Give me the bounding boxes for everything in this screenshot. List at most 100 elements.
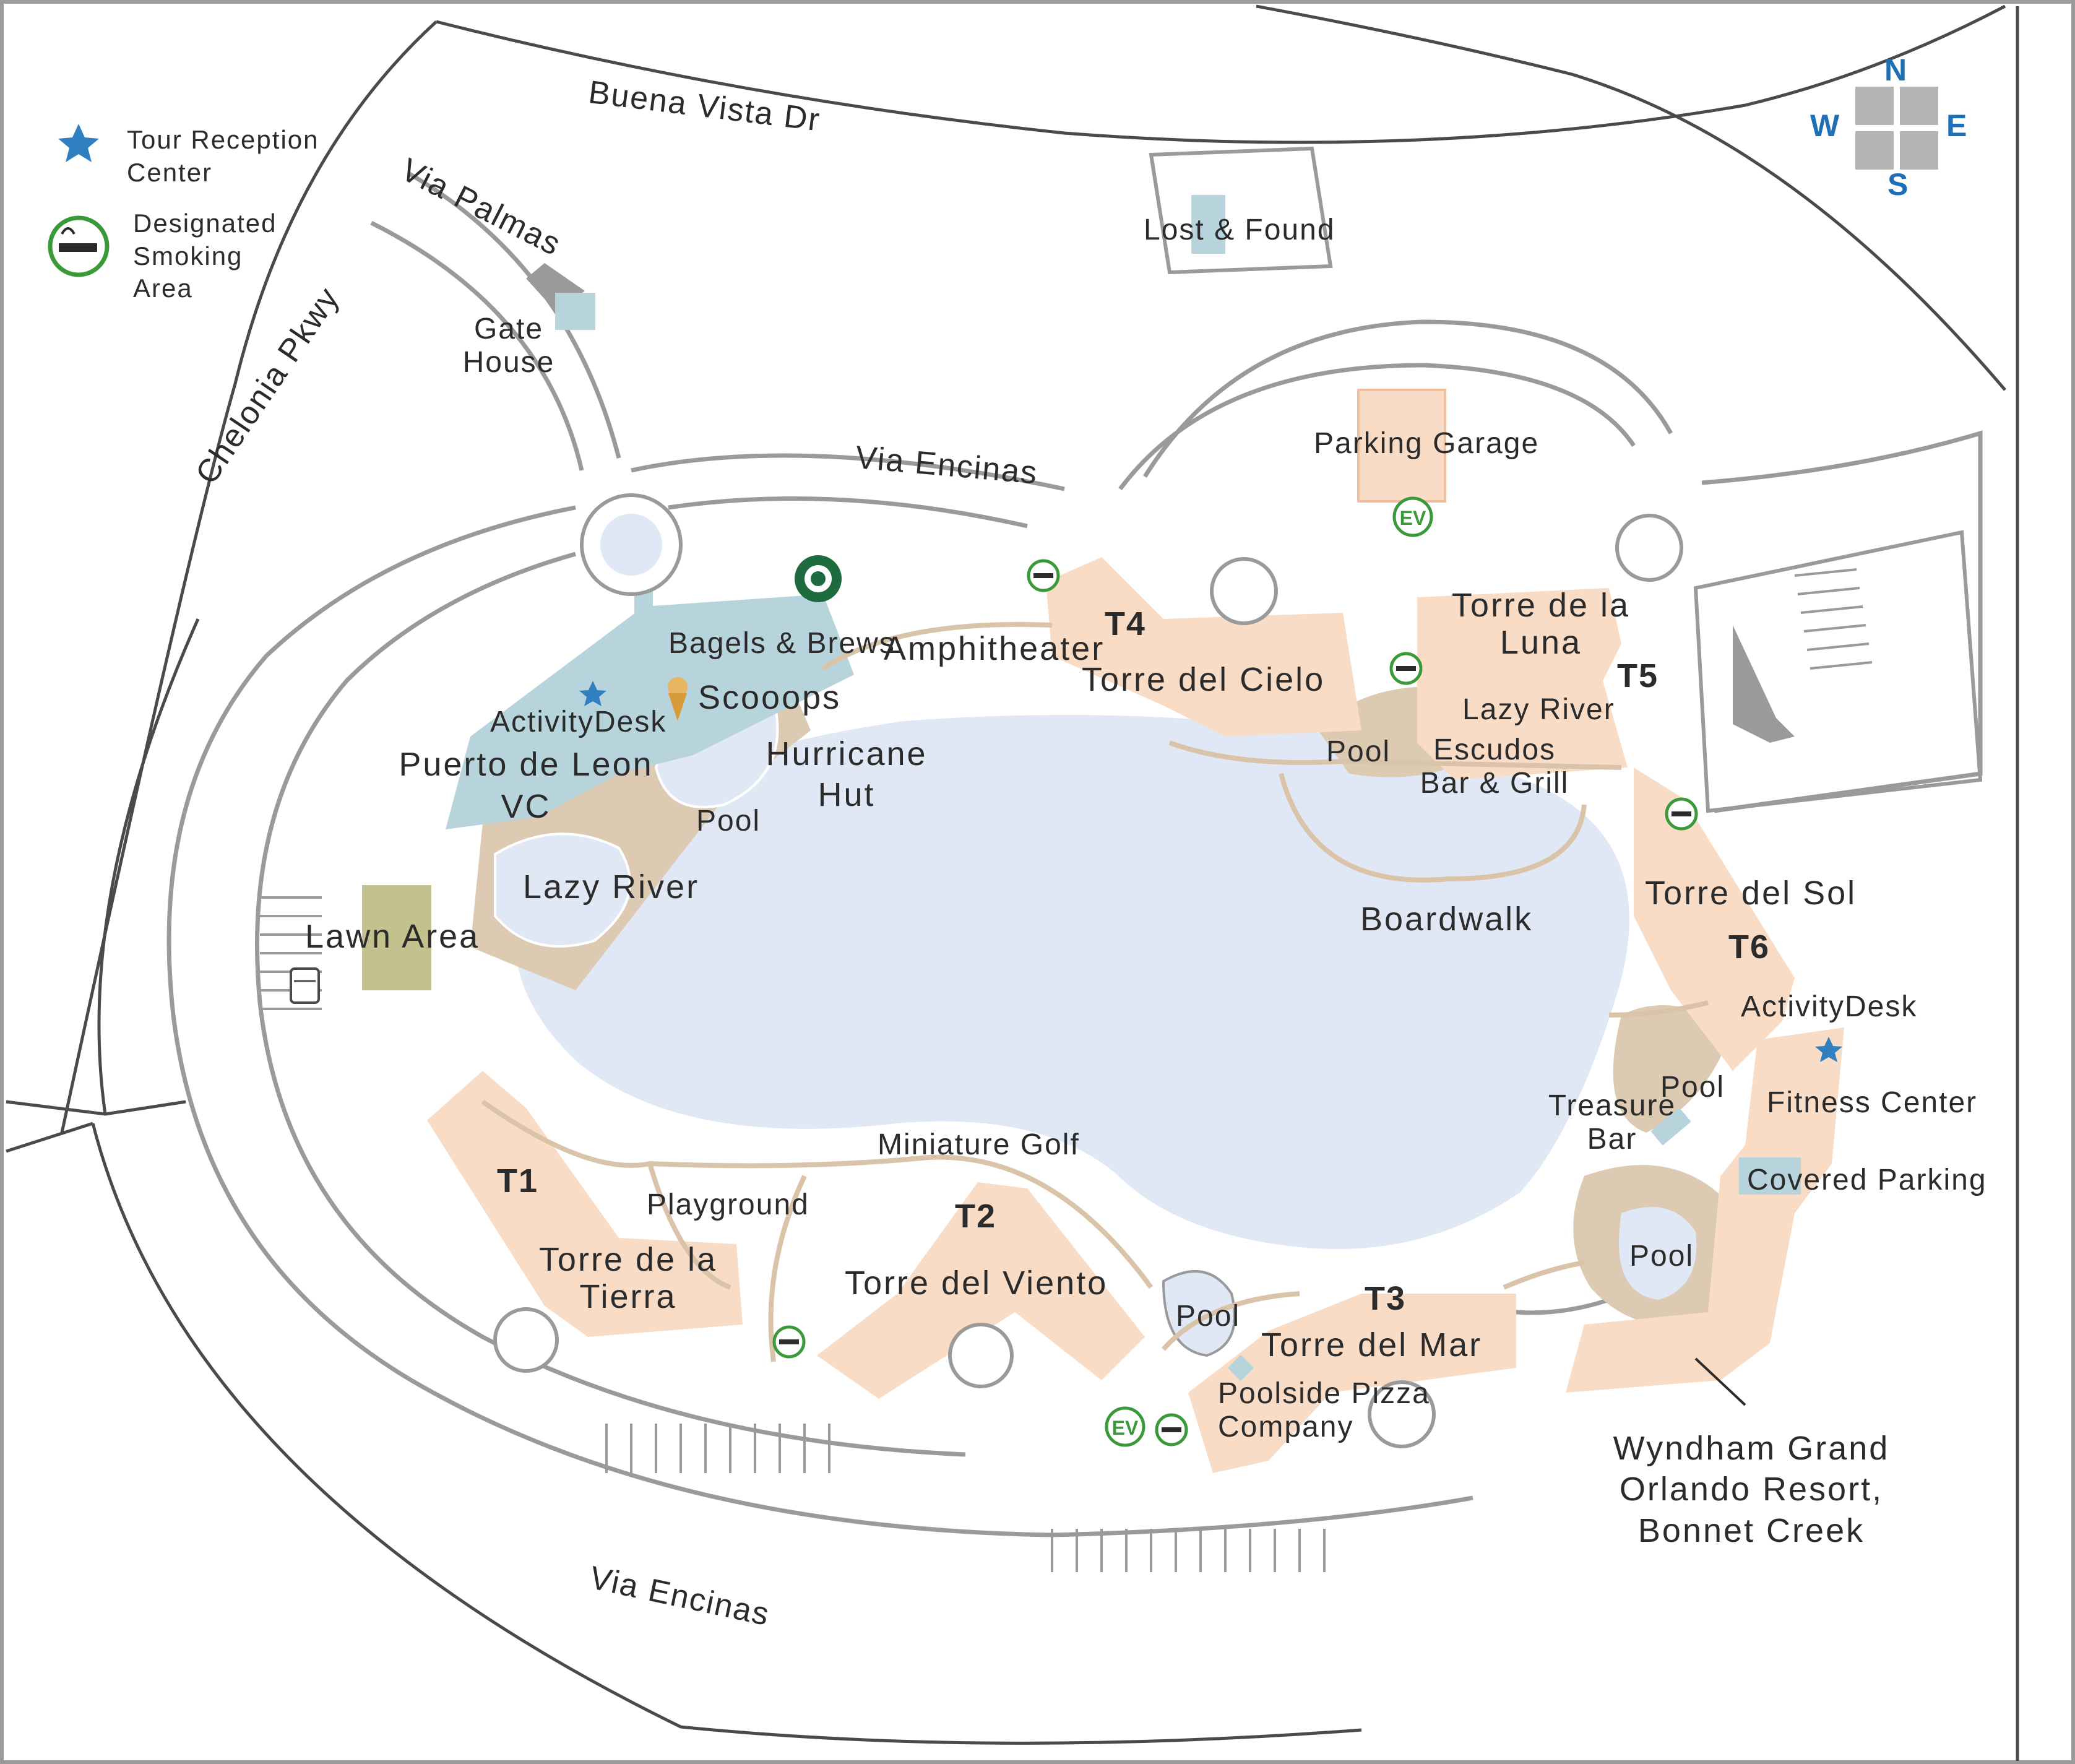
t1-code: T1 bbox=[497, 1162, 539, 1200]
ice-cream-icon bbox=[662, 672, 693, 726]
wyndham-leader bbox=[1694, 1357, 1746, 1406]
roundabouts bbox=[493, 493, 1683, 1448]
activity-desk-2-label: ActivityDesk bbox=[1741, 990, 1918, 1023]
legend-tour-reception: Tour Reception Center bbox=[127, 124, 319, 189]
tower-t5-shape bbox=[1417, 588, 1628, 780]
tower-t6-south-wing bbox=[1566, 1027, 1844, 1393]
legend-smoking-area: Designated Smoking Area bbox=[133, 207, 277, 305]
pizza-kiosk bbox=[1227, 1354, 1254, 1381]
wyndham-line1: Wyndham Grand bbox=[1613, 1430, 1890, 1467]
lawn-area-shape bbox=[362, 885, 431, 990]
star-icon-activity-desk-2 bbox=[1815, 1037, 1842, 1062]
legend-smoking-line1: Designated bbox=[133, 209, 277, 238]
parking-garage-building bbox=[1357, 389, 1446, 503]
lost-found-building bbox=[1191, 195, 1225, 254]
gate-house-line1: Gate bbox=[473, 313, 544, 345]
tower-t1-shape bbox=[427, 1071, 743, 1337]
lost-found-label: Lost & Found bbox=[1144, 214, 1335, 246]
pool-1-label: Pool bbox=[696, 805, 761, 837]
wyndham-line2: Orlando Resort, bbox=[1619, 1471, 1884, 1508]
lazy-river-1-water bbox=[494, 832, 631, 948]
t5-name-line1: Torre de la bbox=[1451, 587, 1631, 624]
t5-name: Torre de la Luna bbox=[1452, 587, 1630, 662]
compass-n: N bbox=[1884, 53, 1907, 87]
starbucks-logo-icon bbox=[795, 555, 842, 602]
playground-label: Playground bbox=[647, 1188, 809, 1221]
parking-garage-label: Parking Garage bbox=[1314, 427, 1540, 460]
east-parking-shade bbox=[1733, 625, 1795, 743]
pizza-line1: Poolside Pizza bbox=[1218, 1377, 1430, 1410]
pool-4-water bbox=[1619, 1207, 1697, 1300]
vc-wing bbox=[634, 588, 653, 638]
no-smoking-icon-legend bbox=[48, 215, 110, 277]
treasure-bar-kiosk bbox=[1650, 1107, 1691, 1146]
hurricane-hut-line2: Hut bbox=[817, 776, 876, 814]
t6-name: Torre del Sol bbox=[1645, 875, 1857, 912]
no-smoking-icon-t4 bbox=[1027, 559, 1060, 592]
legend-tour-reception-line1: Tour Reception bbox=[127, 125, 319, 154]
compass-s: S bbox=[1887, 167, 1909, 202]
pool-2-label: Pool bbox=[1326, 735, 1391, 768]
parking-stalls bbox=[260, 568, 1873, 1572]
puerto-de-leon-line1: Puerto de Leon bbox=[399, 746, 654, 783]
escudos-label: Escudos Bar & Grill bbox=[1420, 733, 1569, 800]
fountain bbox=[600, 514, 662, 576]
east-parking-lot bbox=[1693, 530, 1983, 813]
t1-name: Torre de la Tierra bbox=[539, 1241, 717, 1316]
tower-t3-shape bbox=[1188, 1294, 1516, 1473]
treasure-bar-label: Treasure Bar bbox=[1548, 1089, 1676, 1156]
t2-name: Torre del Viento bbox=[845, 1265, 1108, 1302]
puerto-de-leon-line2: VC bbox=[501, 788, 551, 826]
wyndham-label: Wyndham Grand Orlando Resort, Bonnet Cre… bbox=[1613, 1430, 1890, 1549]
lawn-area-label: Lawn Area bbox=[305, 918, 480, 955]
escudos-line2: Bar & Grill bbox=[1420, 766, 1569, 800]
treasure-bar-line2: Bar bbox=[1587, 1122, 1637, 1156]
no-smoking-icon-t6 bbox=[1665, 797, 1698, 831]
activity-desk-1-label: ActivityDesk bbox=[490, 706, 667, 738]
t6-code: T6 bbox=[1728, 928, 1771, 966]
gate-house-label: Gate House bbox=[463, 313, 555, 379]
outer-roads bbox=[6, 4, 2019, 1761]
star-icon-legend bbox=[58, 124, 99, 162]
legend-smoking-line2: Smoking bbox=[133, 241, 243, 270]
wyndham-line3: Bonnet Creek bbox=[1637, 1511, 1865, 1549]
boardwalk-label: Boardwalk bbox=[1360, 901, 1534, 938]
puerto-de-leon-vc bbox=[446, 594, 854, 829]
lake bbox=[508, 709, 1636, 1256]
gate-house-building bbox=[555, 293, 595, 330]
scooops-label: Scooops bbox=[698, 679, 842, 716]
t5-name-line2: Luna bbox=[1499, 624, 1582, 662]
legend-tour-reception-line2: Center bbox=[127, 157, 213, 187]
bagels-brews-label: Bagels & Brews bbox=[668, 627, 895, 660]
covered-parking-label: Covered Parking bbox=[1747, 1164, 1987, 1196]
no-smoking-icon-t2 bbox=[1155, 1413, 1188, 1446]
gate-house-line2: House bbox=[462, 345, 555, 379]
hurricane-hut-label: Hurricane Hut bbox=[766, 735, 927, 814]
no-smoking-icon-t5 bbox=[1389, 652, 1423, 685]
tower-t2-shape bbox=[817, 1182, 1145, 1399]
walkways bbox=[481, 621, 1709, 1362]
pizza-label: Poolside Pizza Company bbox=[1218, 1377, 1430, 1444]
ev-charging-icon-south: EV bbox=[1105, 1406, 1145, 1447]
compass-e: E bbox=[1946, 108, 1967, 143]
svg-text:EV: EV bbox=[1112, 1417, 1139, 1439]
t4-name: Torre del Cielo bbox=[1082, 661, 1326, 698]
pizza-line2: Company bbox=[1218, 1410, 1354, 1443]
t3-name: Torre del Mar bbox=[1261, 1326, 1483, 1364]
treasure-pool-deck bbox=[1613, 1005, 1733, 1133]
lost-found-outline bbox=[1149, 146, 1333, 275]
compass-w: W bbox=[1810, 108, 1840, 143]
hurricane-hut-line1: Hurricane bbox=[766, 735, 928, 772]
escudos-line1: Escudos bbox=[1433, 733, 1556, 766]
puerto-de-leon-label: Puerto de Leon VC bbox=[399, 746, 653, 826]
miniature-golf-label: Miniature Golf bbox=[878, 1128, 1080, 1161]
pool-4-label: Pool bbox=[1629, 1240, 1694, 1273]
pool-5-label: Pool bbox=[1176, 1300, 1241, 1333]
t2-code: T2 bbox=[955, 1198, 997, 1235]
pool-3-label: Pool bbox=[1660, 1071, 1725, 1104]
compass bbox=[1855, 87, 1938, 170]
tower-t4-shape bbox=[1046, 557, 1361, 737]
fitness-center-label: Fitness Center bbox=[1767, 1086, 1978, 1119]
t4-code: T4 bbox=[1105, 605, 1147, 642]
